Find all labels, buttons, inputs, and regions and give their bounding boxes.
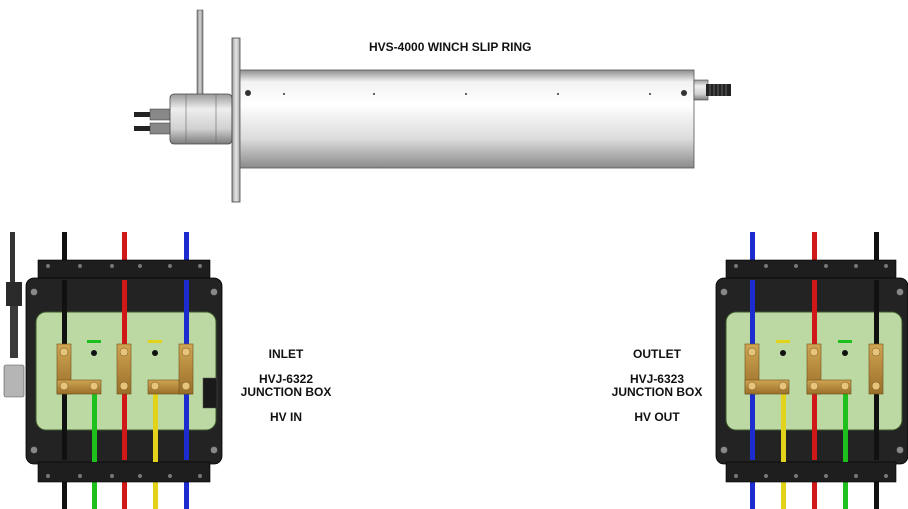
inlet-wires-bottom: [62, 480, 189, 509]
slip-ring-output-cable: [706, 84, 731, 96]
inlet-model: HVJ-6322: [258, 372, 314, 386]
inlet-junction-box: [3, 232, 223, 509]
inlet-heading: INLET: [268, 347, 304, 361]
outlet-wires-bottom: [750, 480, 879, 509]
outlet-heading: OUTLET: [633, 347, 681, 361]
slip-ring-post: [196, 9, 204, 99]
slip-ring-assembly: [134, 9, 731, 203]
slip-ring-hub: [169, 93, 233, 145]
inlet-wires-top: [10, 232, 189, 284]
outlet-type: JUNCTION BOX: [611, 385, 703, 399]
slip-ring-flange: [231, 37, 241, 203]
outlet-bus-bars: [744, 343, 884, 395]
slip-ring-cylinder: [239, 69, 695, 169]
outlet-junction-box: [715, 232, 908, 509]
slip-ring-output-gland: [693, 79, 709, 101]
slip-ring-input-cables: [134, 108, 174, 135]
inlet-bus-bars: [56, 343, 194, 395]
inlet-signal: HV IN: [269, 410, 302, 424]
outlet-model: HVJ-6323: [629, 372, 685, 386]
outlet-signal: HV OUT: [634, 410, 680, 424]
slip-ring-title: HVS-4000 WINCH SLIP RING: [369, 40, 532, 54]
cylinder-screws: [245, 90, 687, 96]
inlet-side-connector: [3, 282, 25, 398]
outlet-wires-top: [750, 232, 879, 262]
inlet-type: JUNCTION BOX: [240, 385, 332, 399]
